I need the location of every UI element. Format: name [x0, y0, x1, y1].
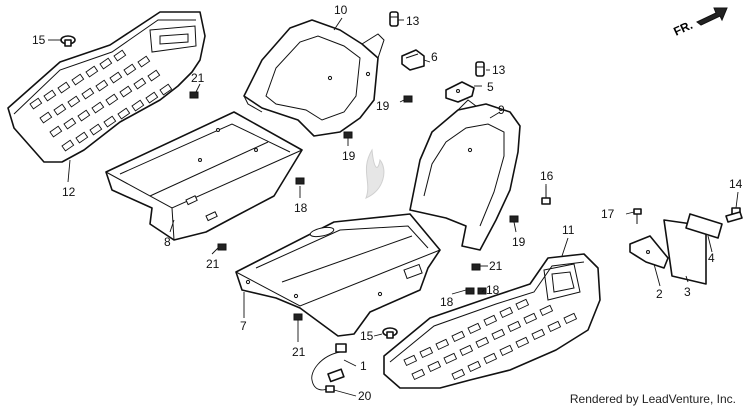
part-15-grommet-lower [382, 327, 398, 339]
part-13-collar-upper [389, 11, 399, 27]
callout-20: 20 [358, 389, 372, 403]
callout-8: 8 [164, 235, 171, 249]
callout-18: 18 [486, 283, 500, 297]
part-14-bolt [725, 207, 743, 223]
callout-labels: 15 21 12 10 13 6 13 5 19 19 9 18 8 21 16… [32, 3, 743, 403]
part-1-harness-and-switch [311, 343, 347, 391]
callout-4: 4 [708, 251, 715, 265]
part-12-left-floor-mat [7, 11, 206, 163]
part-9-right-fender-guard [409, 99, 521, 251]
callout-15: 15 [360, 329, 374, 343]
callout-13: 13 [406, 14, 420, 28]
part-11-right-floor-mat [383, 253, 601, 389]
callout-2: 2 [656, 287, 663, 301]
part-2-bracket [629, 235, 669, 269]
part-10-left-fender-guard [243, 19, 385, 137]
part-15-grommet-upper [60, 35, 76, 47]
part-7-right-step-bracket [235, 213, 441, 337]
callout-21: 21 [292, 345, 306, 359]
part-17-bolt [633, 208, 642, 224]
callout-18: 18 [440, 295, 454, 309]
part-8-left-step-bracket [105, 111, 303, 241]
part-4-reflector-plate [685, 213, 723, 239]
part-20-screw [325, 385, 335, 393]
callout-16: 16 [540, 169, 554, 183]
callout-21: 21 [191, 71, 205, 85]
callout-10: 10 [334, 3, 348, 17]
part-13-collar-lower [475, 61, 485, 77]
front-arrow-icon [696, 7, 728, 26]
callout-19: 19 [512, 235, 526, 249]
callout-21: 21 [489, 259, 503, 273]
front-direction-indicator: FR. [671, 7, 728, 39]
callout-13: 13 [492, 63, 506, 77]
part-16-bolt [541, 186, 551, 205]
callout-3: 3 [684, 285, 691, 299]
callout-21: 21 [206, 257, 220, 271]
callout-7: 7 [240, 319, 247, 333]
callout-9: 9 [498, 103, 505, 117]
callout-15: 15 [32, 33, 46, 47]
callout-17: 17 [601, 207, 615, 221]
part-6-clip [401, 49, 425, 71]
callout-5: 5 [487, 80, 494, 94]
callout-1: 1 [360, 359, 367, 373]
callout-12: 12 [62, 185, 76, 199]
bolts-hardware [189, 91, 519, 321]
part-5-clip [445, 81, 475, 103]
callout-14: 14 [729, 177, 743, 191]
render-credit: Rendered by LeadVenture, Inc. [569, 392, 736, 406]
callout-19: 19 [376, 99, 390, 113]
callout-11: 11 [562, 223, 575, 237]
leader-lines [48, 17, 739, 397]
callout-19: 19 [342, 149, 356, 163]
front-label: FR. [671, 18, 694, 39]
callout-18: 18 [294, 201, 308, 215]
callout-6: 6 [431, 50, 438, 64]
